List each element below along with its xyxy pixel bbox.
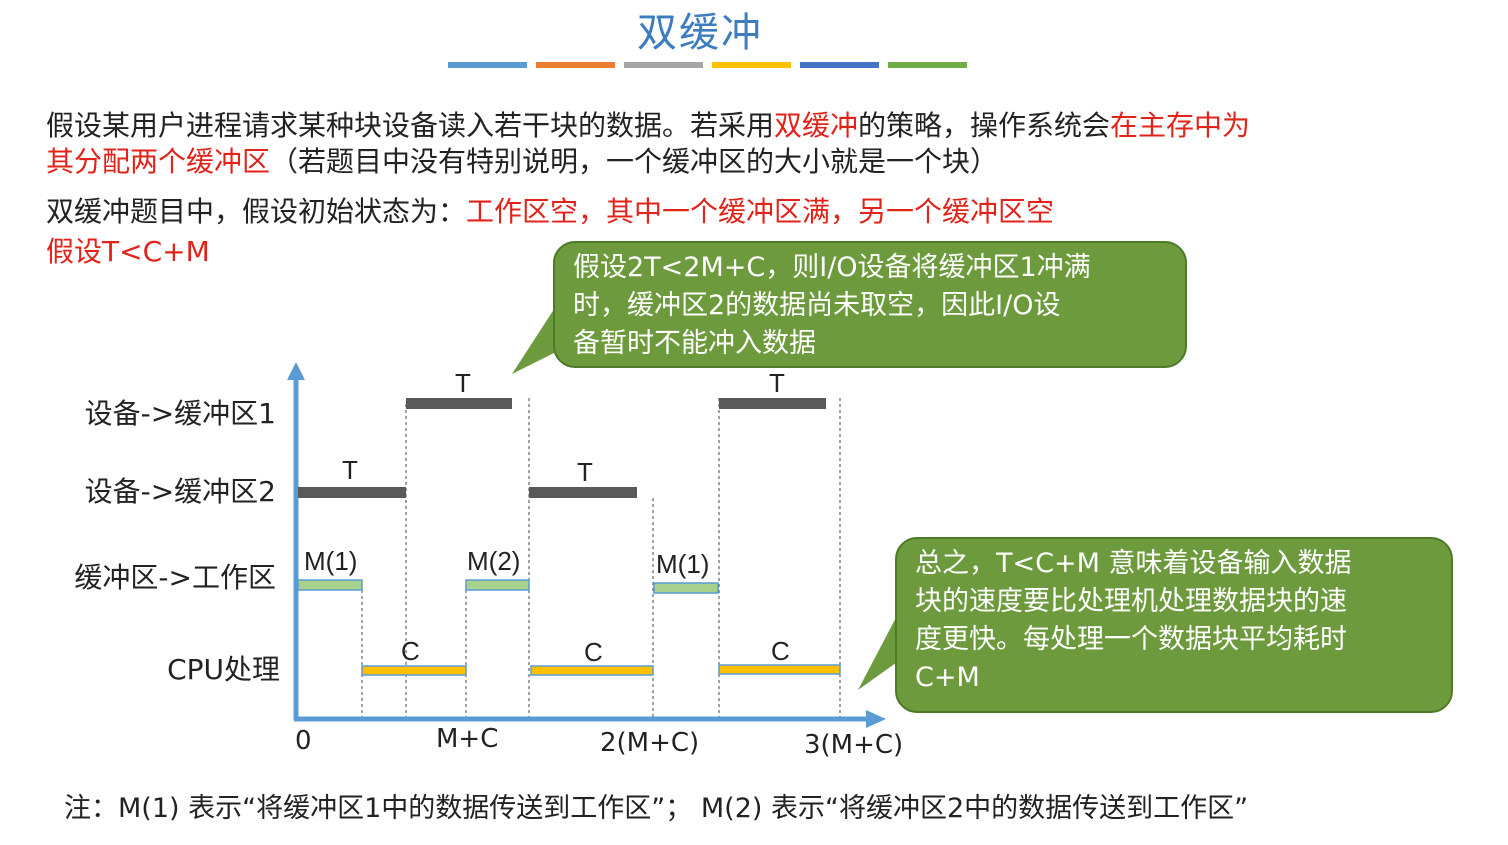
- bar-C-2: [530, 665, 654, 676]
- row-label-device-buffer1: 设备->缓冲区1: [84, 397, 276, 430]
- label-M1: M(1): [304, 546, 357, 576]
- p1-text: 的策略，操作系统会: [858, 109, 1111, 142]
- p2-text: 双缓冲题目中，假设初始状态为：: [46, 195, 467, 228]
- p1-text: （若题目中没有特别说明，一个缓冲区的大小就是一个块）: [270, 145, 999, 178]
- y-axis-arrow: [287, 362, 305, 380]
- bar-M1-1: [297, 579, 363, 591]
- bar-C-1: [361, 665, 467, 676]
- label-T: T: [342, 455, 358, 485]
- bar-T-buffer2-2: [529, 487, 637, 498]
- label-T: T: [577, 457, 593, 487]
- paragraph-3-assumption: 假设T<C+M: [46, 235, 210, 268]
- label-C: C: [771, 636, 790, 666]
- p1-highlight-double-buffer: 双缓冲: [774, 109, 859, 142]
- bar-T-buffer1-1: [406, 398, 512, 409]
- p1-highlight-two-buffers: 其分配两个缓冲区: [46, 145, 271, 178]
- callout2-line: 度更快。每处理一个数据块平均耗时: [915, 624, 1347, 655]
- title-bar-segment: [448, 62, 527, 68]
- title-bar-segment: [712, 62, 791, 68]
- callout-2t-assumption: 假设2T<2M+C，则I/O设备将缓冲区1冲满 时，缓冲区2的数据尚未取空，因此…: [553, 241, 1187, 368]
- bar-T-buffer2-1: [298, 487, 406, 498]
- label-C: C: [401, 636, 420, 666]
- x-axis-arrow: [866, 710, 886, 728]
- title-bar-segment: [800, 62, 879, 68]
- callout-summary: 总之，T<C+M 意味着设备输入数据 块的速度要比处理机处理数据块的速 度更快。…: [895, 537, 1453, 713]
- x-tick-2m-plus-c: 2(M+C): [600, 728, 700, 758]
- callout1-line: 假设2T<2M+C，则I/O设备将缓冲区1冲满: [573, 252, 1091, 283]
- p1-text: 假设某用户进程请求某种块设备读入若干块的数据。若采用: [46, 109, 775, 142]
- callout1-line: 时，缓冲区2的数据尚未取空，因此I/O设: [573, 290, 1061, 321]
- x-tick-3m-plus-c: 3(M+C): [804, 730, 904, 760]
- p1-highlight-allocate: 在主存中为: [1110, 109, 1251, 142]
- x-tick-0: 0: [295, 726, 312, 756]
- row-label-buffer-workarea: 缓冲区->工作区: [74, 561, 276, 594]
- bar-M2: [465, 579, 530, 591]
- row-label-cpu: CPU处理: [167, 653, 280, 686]
- callout2-line: C+M: [915, 662, 980, 693]
- page-title: 双缓冲: [637, 10, 763, 56]
- label-C: C: [584, 637, 603, 667]
- footnote: 注：M(1) 表示“将缓冲区1中的数据传送到工作区”； M(2) 表示“将缓冲区…: [64, 793, 1249, 824]
- paragraph-1-line-2: 其分配两个缓冲区（若题目中没有特别说明，一个缓冲区的大小就是一个块）: [46, 144, 998, 180]
- callout2-line: 块的速度要比处理机处理数据块的速: [915, 586, 1347, 617]
- label-T: T: [455, 368, 471, 398]
- paragraph-1-line-1: 假设某用户进程请求某种块设备读入若干块的数据。若采用双缓冲的策略，操作系统会在主…: [46, 108, 1250, 144]
- label-M2: M(2): [467, 546, 520, 576]
- title-color-bar: [448, 62, 967, 68]
- p2-highlight-initial-state: 工作区空，其中一个缓冲区满，另一个缓冲区空: [466, 195, 1055, 228]
- title-bar-segment: [624, 62, 703, 68]
- label-T: T: [769, 368, 785, 398]
- title-bar-segment: [536, 62, 615, 68]
- bar-M1-2: [653, 582, 719, 594]
- callout2-pointer: [858, 610, 900, 690]
- title-bar-segment: [888, 62, 967, 68]
- callout1-line: 备暂时不能冲入数据: [573, 328, 816, 359]
- x-tick-m-plus-c: M+C: [436, 724, 499, 754]
- row-label-device-buffer2: 设备->缓冲区2: [84, 475, 276, 508]
- paragraph-2: 双缓冲题目中，假设初始状态为：工作区空，其中一个缓冲区满，另一个缓冲区空: [46, 194, 1054, 230]
- bar-C-3: [718, 664, 841, 675]
- callout2-line: 总之，T<C+M 意味着设备输入数据: [915, 548, 1352, 579]
- label-M1: M(1): [656, 549, 709, 579]
- bar-T-buffer1-2: [719, 398, 826, 409]
